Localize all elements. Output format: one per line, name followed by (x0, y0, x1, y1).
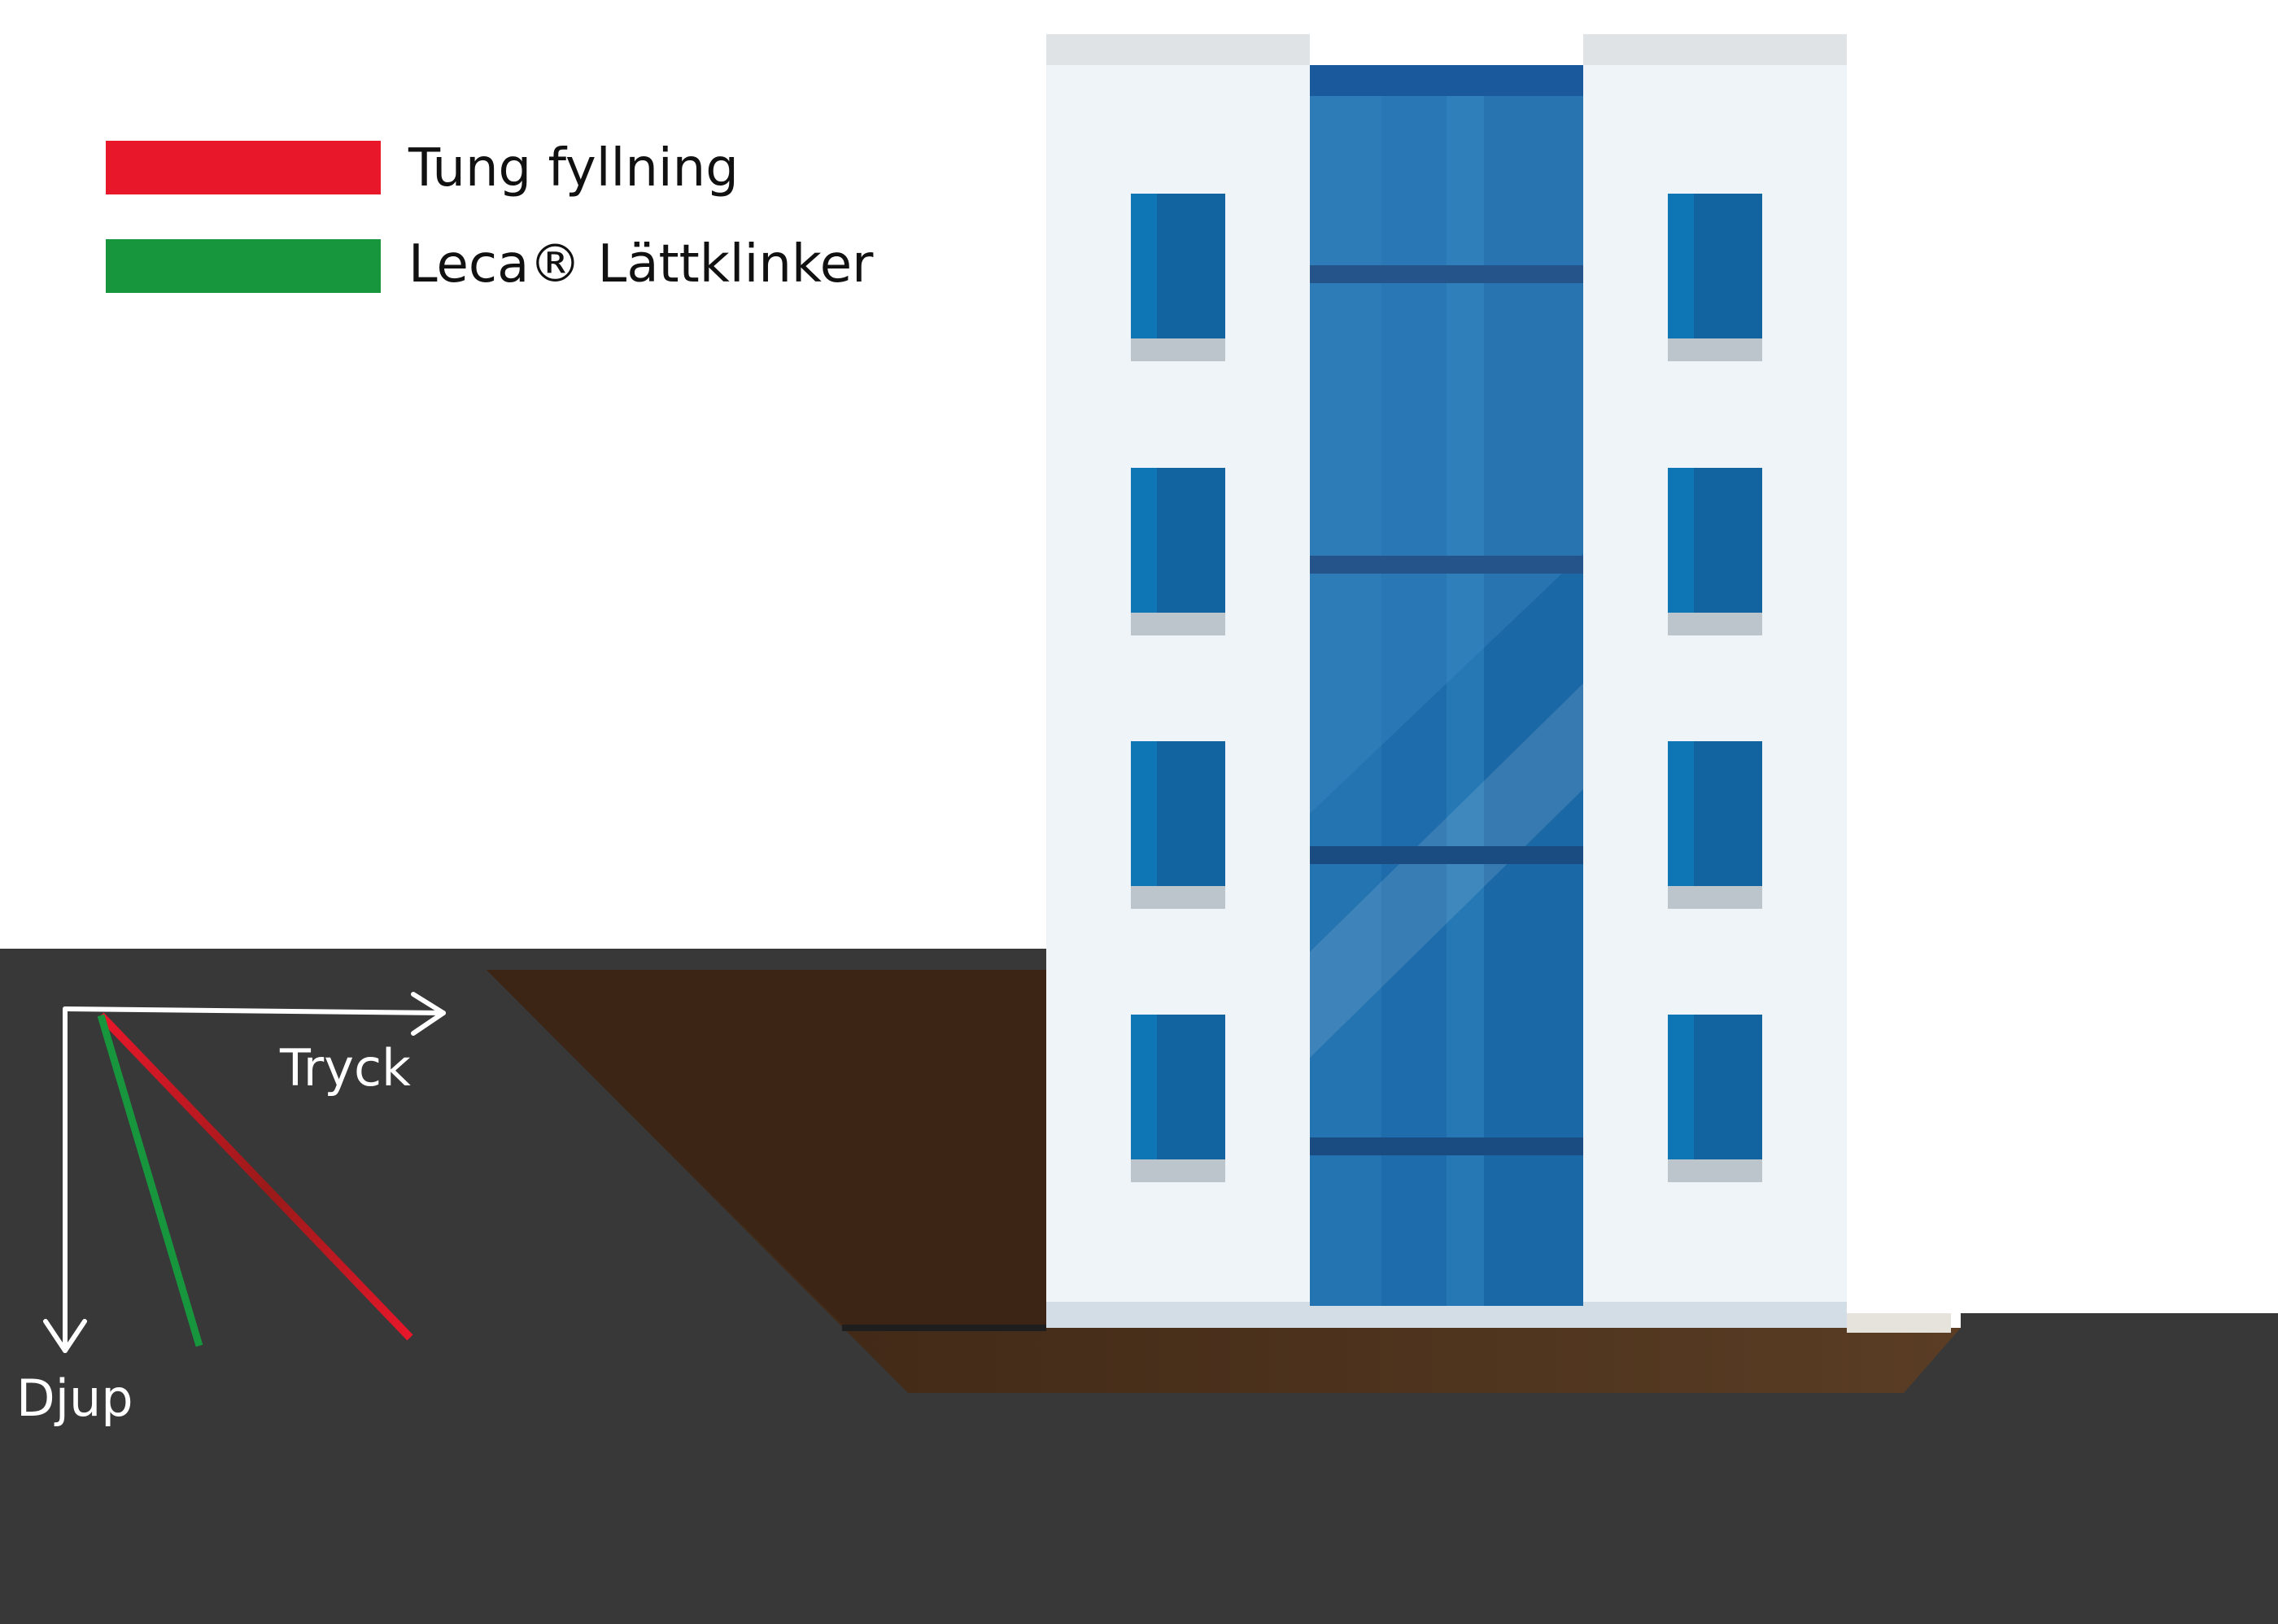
glass-stripe-1 (1310, 96, 1381, 1306)
legend-swatch-heavy-fill (106, 141, 381, 194)
window-sill (1668, 1159, 1762, 1182)
ground (0, 949, 2278, 1624)
floor-band-3 (1310, 846, 1583, 864)
window-sill (1668, 886, 1762, 909)
heavy-fill-pressure-line (98, 1012, 413, 1341)
window-highlight (1131, 194, 1157, 338)
window-sill (1131, 338, 1225, 361)
glass-top-band (1310, 65, 1583, 96)
base-step (1847, 1313, 1951, 1333)
x-axis-label: Tryck (279, 1038, 411, 1098)
windows-left (1131, 194, 1225, 1182)
legend: Tung fyllning Leca® Lättklinker (106, 138, 874, 295)
pressure-diagram: Tryck Djup (16, 992, 446, 1428)
backfill-wedge (487, 970, 1046, 1328)
floor-band-1 (1310, 265, 1583, 283)
window-highlight (1668, 468, 1694, 613)
window-highlight (1131, 741, 1157, 886)
glass-stripe-2 (1381, 96, 1447, 1306)
windows-right (1668, 194, 1762, 1182)
window-highlight (1131, 1015, 1157, 1159)
floor-band-4 (1310, 1137, 1583, 1155)
window-sill (1131, 613, 1225, 635)
glass-stripe-3 (1447, 96, 1484, 1306)
arrow-right-icon (411, 992, 446, 1036)
legend-label-leca: Leca® Lättklinker (408, 234, 874, 295)
legend-swatch-leca (106, 239, 381, 293)
window-highlight (1668, 1015, 1694, 1159)
glass-reflection-2 (1310, 683, 1583, 1058)
leca-pressure-line (97, 1014, 203, 1347)
y-axis-label: Djup (16, 1369, 133, 1428)
window-sill (1668, 613, 1762, 635)
window-sill (1131, 1159, 1225, 1182)
apartment-building-icon (1046, 34, 1951, 1333)
right-cap (1583, 34, 1847, 65)
window-highlight (1668, 741, 1694, 886)
window-highlight (1131, 468, 1157, 613)
legend-label-heavy-fill: Tung fyllning (408, 138, 739, 199)
glass-stripe-4 (1484, 96, 1583, 1306)
left-cap (1046, 34, 1310, 65)
window-sill (1131, 886, 1225, 909)
x-axis (63, 1006, 446, 1015)
window-sill (1668, 338, 1762, 361)
window-highlight (1668, 194, 1694, 338)
arrow-down-icon (43, 1319, 87, 1353)
building-base (1046, 1302, 1847, 1328)
floor-band-2 (1310, 556, 1583, 574)
